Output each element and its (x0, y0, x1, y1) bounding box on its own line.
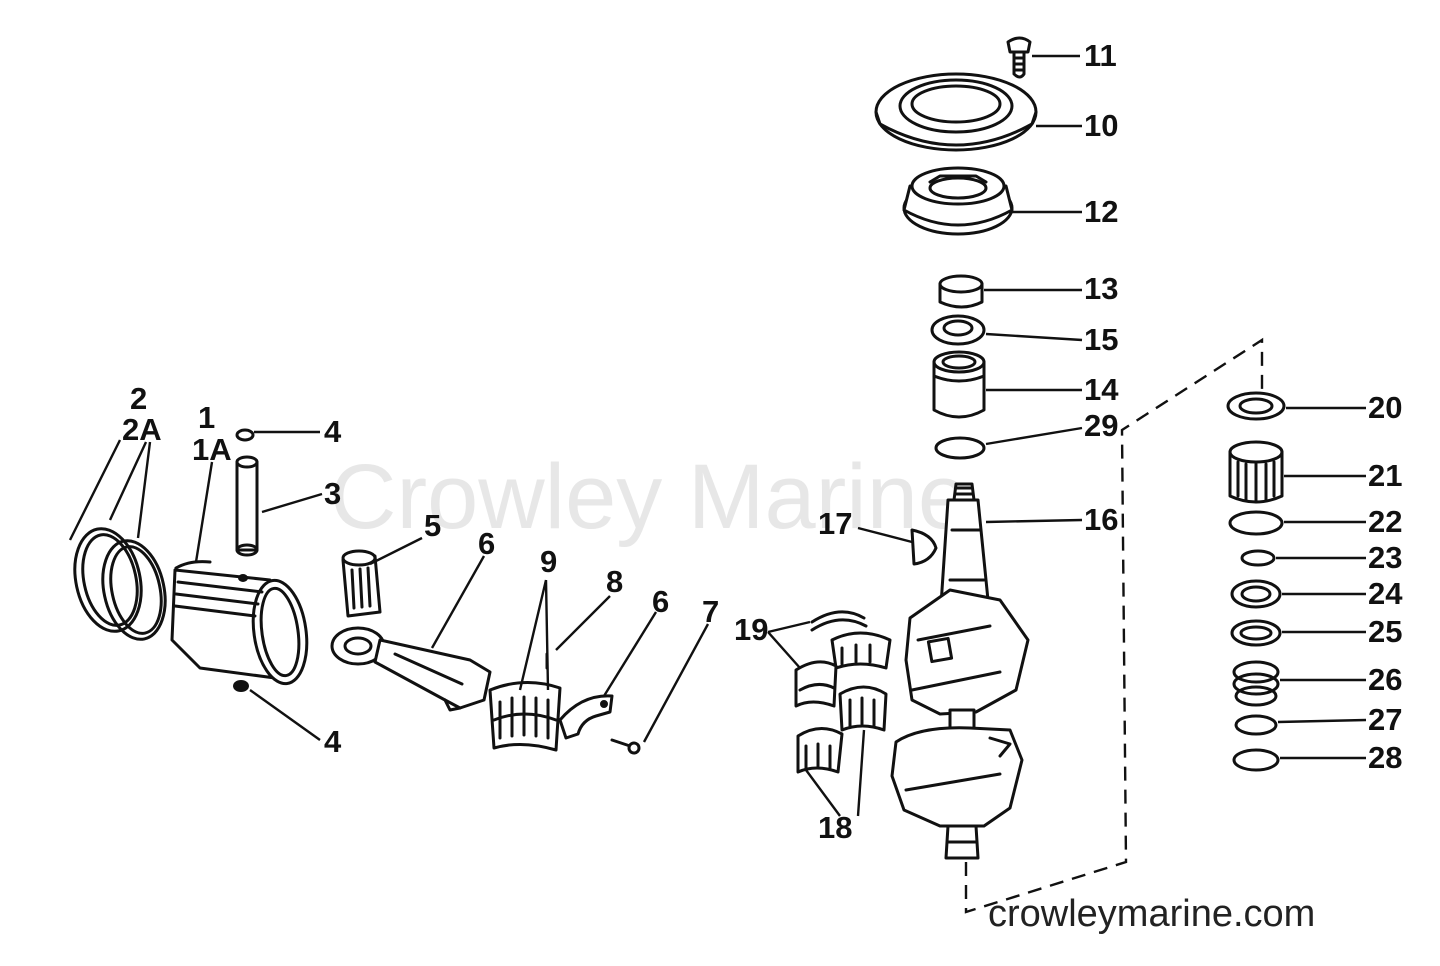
bearing-cage-lower (796, 727, 844, 774)
label-24: 24 (1368, 576, 1403, 611)
needle-bearing-lower (1228, 440, 1284, 504)
label-6-cap: 6 (652, 584, 669, 619)
leader-lines (68, 54, 1367, 817)
label-3: 3 (324, 476, 341, 511)
bearing-housing (902, 166, 1014, 236)
label-17: 17 (818, 506, 852, 541)
connecting-rod (330, 626, 492, 712)
label-21: 21 (1368, 458, 1402, 493)
label-25: 25 (1368, 614, 1402, 649)
washer-25 (1230, 619, 1282, 647)
label-18: 18 (818, 810, 852, 845)
label-6-rod: 6 (478, 526, 495, 561)
label-1: 1 (198, 400, 215, 435)
label-8: 8 (606, 564, 623, 599)
site-url: crowleymarine.com (988, 893, 1315, 935)
retainer-plate (874, 72, 1038, 152)
label-19: 19 (734, 612, 768, 647)
piston-rings (73, 527, 167, 641)
ball-bearing (932, 350, 986, 419)
label-12: 12 (1084, 194, 1118, 229)
thrust-washer (1226, 391, 1286, 421)
needle-bearing-small-end (341, 549, 382, 618)
label-14: 14 (1084, 372, 1119, 407)
spacer-24 (1230, 579, 1282, 609)
label-28: 28 (1368, 740, 1402, 775)
bearing-cage-left (794, 660, 838, 708)
label-27: 27 (1368, 702, 1402, 737)
seal-washer (930, 314, 986, 346)
rod-bearing-cage (488, 680, 562, 752)
pin-retainer-bottom (233, 680, 249, 692)
bearing-half-top-right (830, 631, 892, 670)
rod-cap-screw (610, 738, 641, 755)
label-15: 15 (1084, 322, 1118, 357)
label-9: 9 (540, 544, 557, 579)
o-ring (934, 436, 986, 460)
pin-retainer-top (235, 428, 255, 442)
bushing (938, 274, 984, 309)
label-10: 10 (1084, 108, 1118, 143)
watermark: Crowley Marine (330, 446, 969, 548)
ring-27 (1234, 714, 1278, 736)
label-26: 26 (1368, 662, 1402, 697)
cap-screw-top (1006, 36, 1032, 79)
label-7: 7 (702, 594, 719, 629)
label-4-top: 4 (324, 414, 342, 449)
spring-26 (1232, 660, 1280, 707)
crankshaft (890, 482, 1030, 860)
label-29: 29 (1084, 408, 1118, 443)
label-2a: 2A (122, 412, 162, 447)
label-5: 5 (424, 508, 441, 543)
ring-22 (1228, 510, 1284, 536)
piston-pin (235, 455, 259, 557)
label-16: 16 (1084, 502, 1118, 537)
label-22: 22 (1368, 504, 1402, 539)
label-23: 23 (1368, 540, 1402, 575)
label-2: 2 (130, 381, 147, 416)
piston (170, 560, 309, 686)
ring-28 (1232, 748, 1280, 772)
label-1a: 1A (192, 432, 232, 467)
woodruff-key (910, 528, 938, 566)
bearing-cage-mid (838, 685, 888, 732)
retaining-ring (810, 610, 868, 632)
label-13: 13 (1084, 271, 1118, 306)
label-11: 11 (1084, 38, 1117, 73)
label-20: 20 (1368, 390, 1402, 425)
rod-cap (558, 694, 614, 740)
label-4-bottom: 4 (324, 724, 342, 759)
ring-23 (1240, 549, 1276, 567)
